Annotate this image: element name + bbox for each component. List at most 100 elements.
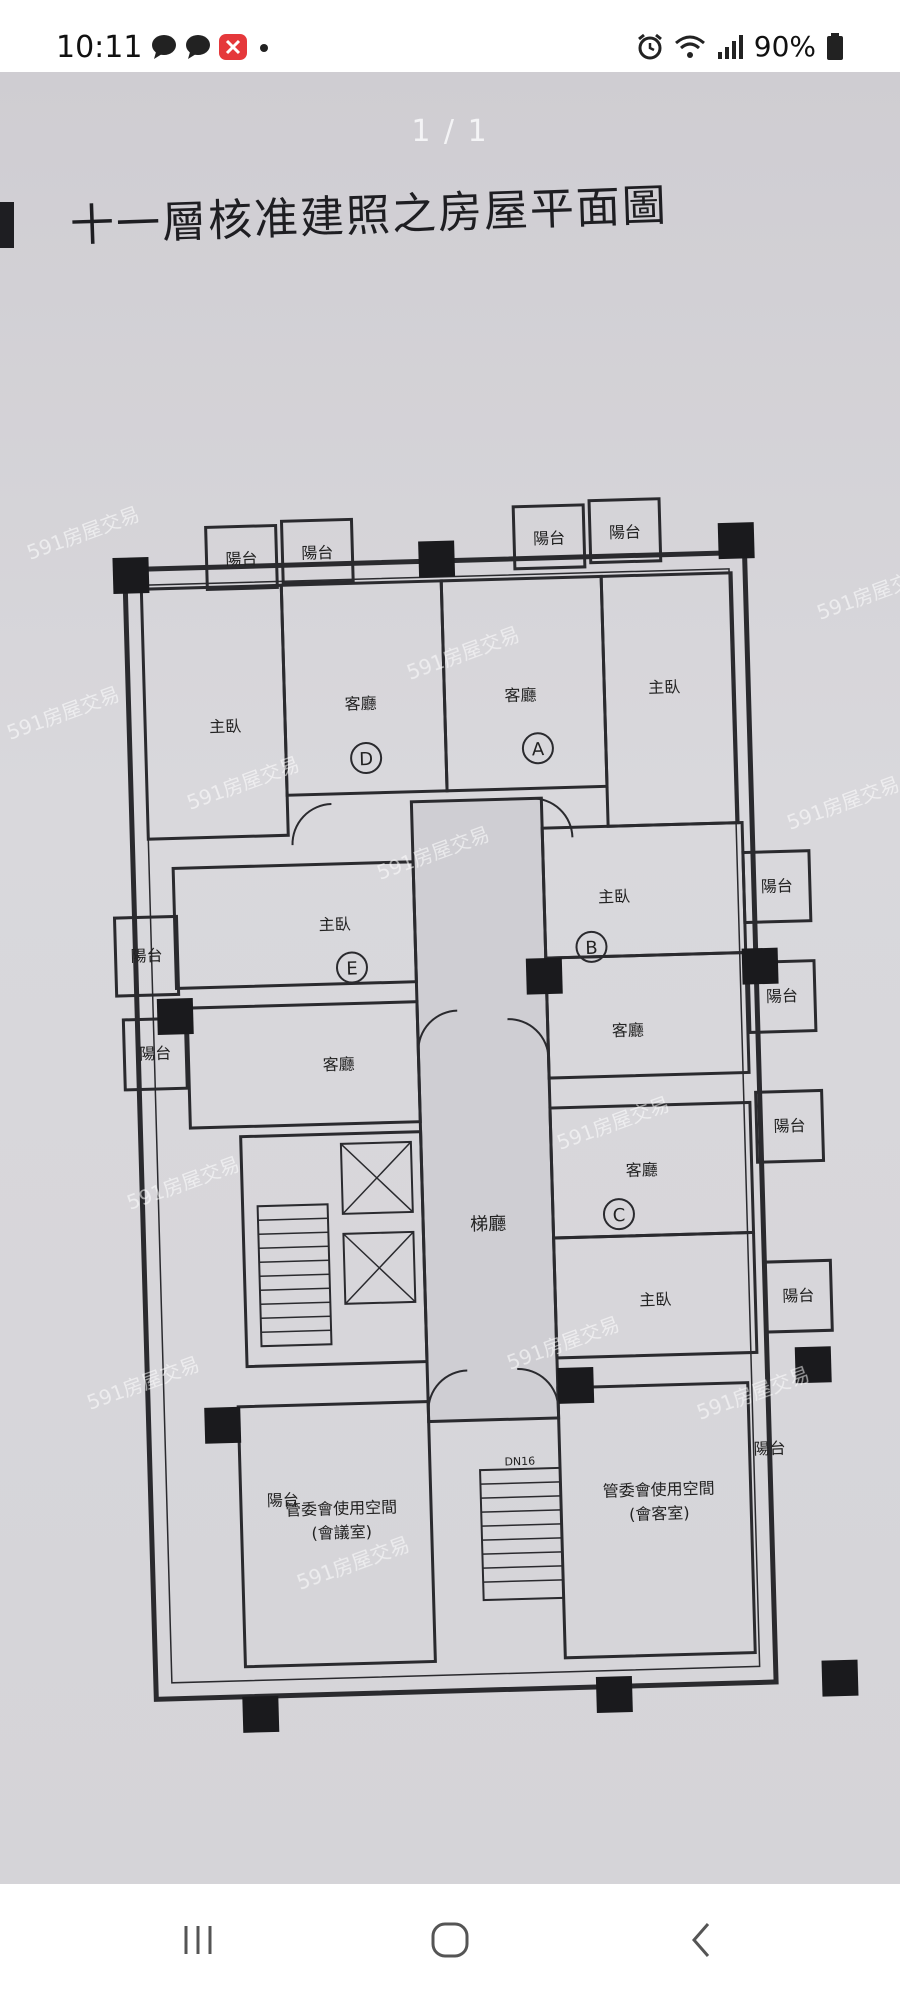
navigation-bar: [0, 1884, 900, 2000]
label-balcony: 陽台: [267, 1490, 300, 1510]
watermark: 591房屋交易: [784, 772, 900, 835]
unit-marker-c: [602, 1198, 635, 1231]
unit-marker-a: [521, 732, 554, 765]
label-balcony: 陽台: [130, 946, 163, 966]
door-arc: [427, 1369, 468, 1412]
unit-marker-d: [350, 742, 383, 775]
balcony-c: [754, 1088, 826, 1164]
balcony-3: [511, 503, 587, 571]
battery-percent: 90%: [753, 30, 816, 63]
label-meeting-room: (會議室): [311, 1522, 372, 1543]
column: [595, 1675, 633, 1713]
status-bar: 10:11 90%: [0, 0, 900, 72]
label-balcony: 陽台: [773, 1116, 806, 1136]
recent-apps-button[interactable]: [158, 1910, 238, 1970]
plan-body: D A E B C 陽台 陽台 陽台 陽台 主臥 客廳 客廳 主臥 主臥 客廳 …: [112, 497, 859, 1733]
committee-room-left: [236, 1400, 437, 1669]
door-arc: [531, 797, 574, 838]
watermark: 591房屋交易: [404, 622, 523, 685]
balcony-c2: [762, 1258, 834, 1334]
unit-marker-b: [575, 930, 608, 963]
balcony-1: [204, 523, 279, 591]
watermark: 591房屋交易: [84, 1352, 203, 1415]
room-living-e: [185, 1000, 422, 1130]
alarm-icon: [637, 33, 662, 59]
column: [204, 1406, 242, 1444]
watermark: 591房屋交易: [4, 682, 123, 745]
door-arc: [507, 1018, 550, 1059]
label-balcony: 陽台: [225, 549, 258, 569]
unit-letter-e: E: [346, 958, 358, 979]
label-living: 客廳: [625, 1160, 658, 1180]
label-lobby: 梯廳: [470, 1213, 507, 1235]
column: [418, 540, 456, 578]
title-bracket: [0, 202, 14, 248]
label-living: 客廳: [612, 1020, 645, 1040]
notification-icons: [150, 33, 274, 61]
label-balcony: 陽台: [782, 1286, 815, 1306]
column: [112, 557, 150, 595]
label-committee: 管委會使用空間: [285, 1497, 398, 1519]
stair-core: [239, 1130, 429, 1369]
label-balcony: 陽台: [533, 528, 566, 548]
column: [717, 522, 755, 560]
label-living: 客廳: [322, 1054, 355, 1074]
label-balcony: 陽台: [766, 986, 799, 1006]
watermark: 591房屋交易: [184, 752, 303, 815]
back-icon: [692, 1923, 710, 1957]
document-viewer[interactable]: 1 / 1 十一層核准建照之房屋平面圖: [0, 72, 900, 1884]
elevator-1-cross: [340, 1141, 414, 1215]
door-arc: [517, 1368, 560, 1408]
label-balcony: 陽台: [753, 1439, 786, 1459]
label-stair-tag: DN16: [504, 1455, 535, 1469]
bottom-stair-treads: [480, 1481, 564, 1583]
room-living-a: [439, 574, 609, 793]
balcony-b2: [746, 959, 818, 1034]
label-living: 客廳: [504, 685, 537, 705]
label-master: 主臥: [648, 677, 681, 697]
watermark: 591房屋交易: [24, 502, 143, 565]
elevator-1: [339, 1140, 414, 1215]
back-button[interactable]: [662, 1910, 742, 1970]
label-master: 主臥: [209, 717, 242, 737]
balcony-4: [587, 497, 663, 565]
chat-bubble-icon: [186, 35, 210, 59]
label-master: 主臥: [639, 1290, 672, 1310]
column: [557, 1366, 595, 1404]
room-master-b: [540, 821, 748, 960]
label-balcony: 陽台: [301, 543, 334, 563]
bottom-stair: [479, 1466, 565, 1602]
door-arc: [291, 803, 332, 846]
label-committee: 管委會使用空間: [602, 1479, 715, 1501]
label-balcony: 陽台: [609, 522, 642, 542]
home-icon: [431, 1922, 469, 1958]
column: [821, 1659, 859, 1697]
room-living-b: [544, 950, 751, 1080]
home-button[interactable]: [410, 1910, 490, 1970]
label-balcony: 陽台: [761, 876, 794, 896]
room-master-c: [552, 1230, 759, 1360]
label-master: 主臥: [318, 915, 351, 935]
unit-letter-d: D: [359, 749, 373, 770]
stair-treads: [257, 1217, 332, 1333]
balcony-b: [741, 849, 813, 925]
column: [741, 947, 779, 985]
watermark: 591房屋交易: [814, 562, 900, 625]
central-corridor: [409, 796, 561, 1424]
room-master-e: [171, 860, 418, 990]
status-time: 10:11: [56, 30, 143, 65]
unit-letter-b: B: [585, 938, 598, 959]
unit-letter-c: C: [612, 1205, 625, 1226]
page-indicator: 1 / 1: [411, 114, 489, 149]
door-arc: [417, 1009, 458, 1052]
battery-icon: [827, 32, 843, 60]
recent-apps-icon: [184, 1926, 212, 1954]
watermark: 591房屋交易: [554, 1092, 673, 1155]
status-right: 90%: [636, 30, 844, 63]
label-master: 主臥: [598, 887, 631, 907]
balcony-e2: [121, 1016, 189, 1092]
missed-call-icon: [219, 34, 247, 60]
wifi-icon: [674, 35, 705, 58]
label-balcony: 陽台: [139, 1044, 172, 1064]
column: [794, 1346, 832, 1384]
